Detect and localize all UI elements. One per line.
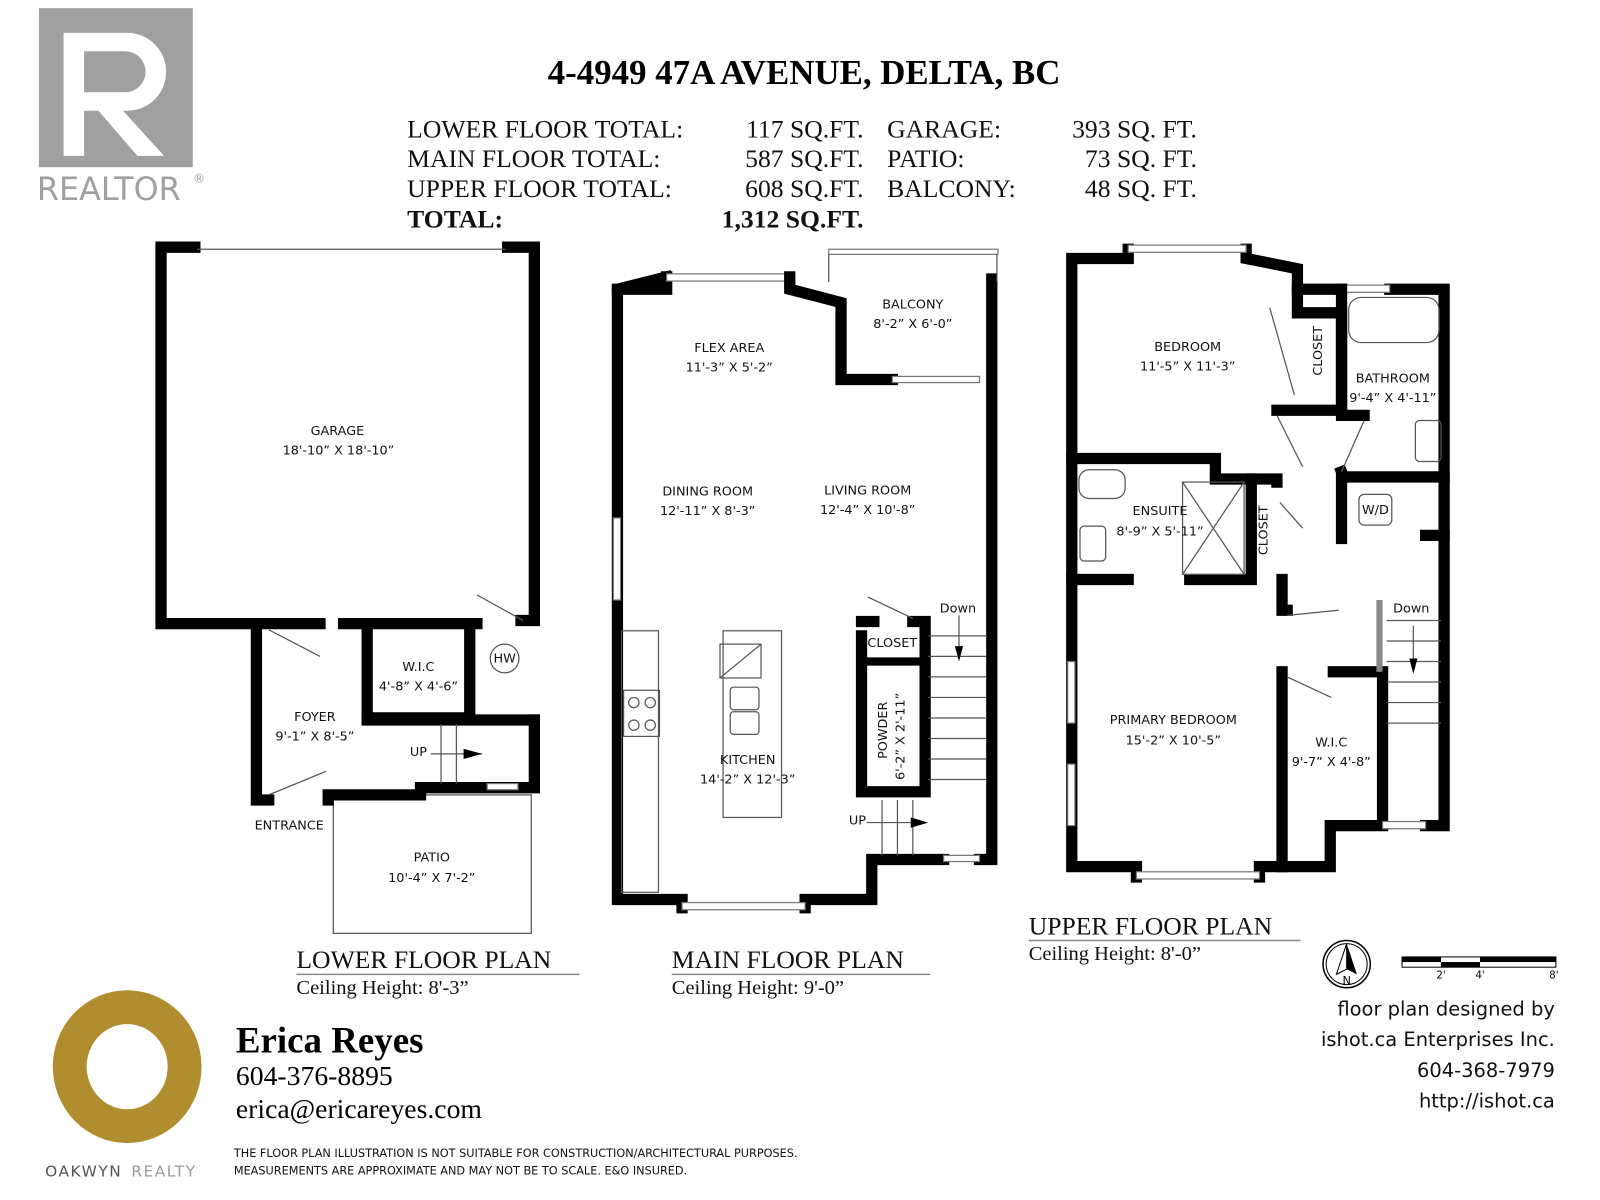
total-label: TOTAL:	[407, 205, 503, 234]
sink	[729, 686, 760, 711]
upper-floor-plan: Down BEDROOM 11'-5” X 11'-3” CLOSET BATH…	[1029, 243, 1450, 965]
room-name: CLOSET	[867, 636, 917, 651]
ceiling-height: Ceiling Height: 8'-0”	[1029, 943, 1201, 965]
cooktop	[622, 689, 661, 738]
summary-value: 48 SQ. FT.	[1085, 174, 1197, 203]
credit-phone: 604-368-7979	[1417, 1059, 1555, 1082]
plan-title: MAIN FLOOR PLAN	[672, 945, 904, 974]
room-name: BEDROOM	[1154, 340, 1221, 355]
entrance-door	[268, 770, 327, 796]
summary-value: 608 SQ.FT.	[745, 174, 863, 203]
property-address-title: 4-4949 47A AVENUE, DELTA, BC	[548, 53, 1061, 92]
room-name: ENSUITE	[1133, 504, 1188, 519]
summary-value: 73 SQ. FT.	[1085, 144, 1197, 173]
room-dim: 8'-9” X 5'-11”	[1116, 524, 1203, 539]
agent-name: Erica Reyes	[236, 1019, 424, 1060]
plan-title: LOWER FLOOR PLAN	[296, 945, 551, 974]
kitchen-island	[722, 630, 783, 819]
room-dim: 8'-2” X 6'-0”	[873, 317, 952, 332]
ceiling-height: Ceiling Height: 9'-0”	[672, 977, 844, 999]
credit-url[interactable]: http://ishot.ca	[1419, 1090, 1555, 1113]
summary-label: BALCONY:	[887, 174, 1016, 203]
total-value: 1,312 SQ.FT.	[722, 205, 864, 234]
room-name: POWDER	[876, 701, 891, 758]
summary-label: MAIN FLOOR TOTAL:	[407, 144, 660, 173]
bathtub	[1348, 296, 1440, 344]
summary-value: 117 SQ.FT.	[746, 114, 863, 143]
room-name: KITCHEN	[720, 753, 776, 768]
summary-label: GARAGE:	[887, 114, 1001, 143]
water-heater	[489, 643, 520, 674]
summary-label: PATIO:	[887, 144, 964, 173]
entrance-label: ENTRANCE	[255, 819, 324, 834]
room-dim: 9'-4” X 4'-11”	[1349, 391, 1436, 406]
room-dim: 11'-5” X 11'-3”	[1140, 359, 1235, 374]
hw-label: HW	[493, 652, 516, 667]
lower-floor-plan: HW UP GARAGE 18'-10” X 18'-10” W.I.C 4'-…	[155, 241, 580, 999]
disclaimer-line: MEASUREMENTS ARE APPROXIMATE AND MAY NOT…	[234, 1164, 687, 1177]
room-name: FLEX AREA	[694, 341, 764, 356]
summary-label: UPPER FLOOR TOTAL:	[407, 174, 672, 203]
room-name: FOYER	[294, 710, 336, 725]
scale-tick: 2'	[1436, 969, 1445, 981]
agent-email[interactable]: erica@ericareyes.com	[236, 1093, 483, 1124]
room-dim: 10'-4” X 7'-2”	[388, 871, 475, 886]
room-dim: 14'-2” X 12'-3”	[700, 773, 795, 788]
area-summary: LOWER FLOOR TOTAL: 117 SQ.FT. GARAGE: 39…	[407, 114, 1197, 233]
down-label: Down	[1393, 601, 1429, 616]
up-label: UP	[849, 814, 866, 829]
room-name: CLOSET	[1311, 326, 1326, 376]
summary-value: 587 SQ.FT.	[745, 144, 863, 173]
disclaimer-line: THE FLOOR PLAN ILLUSTRATION IS NOT SUITA…	[233, 1147, 798, 1160]
room-name: BATHROOM	[1356, 372, 1430, 387]
room-name: PRIMARY BEDROOM	[1110, 713, 1237, 728]
room-name: LIVING ROOM	[824, 483, 911, 498]
washer-dryer	[1358, 493, 1393, 526]
room-dim: 11'-3” X 5'-2”	[686, 360, 773, 375]
scale-tick: 8'	[1549, 969, 1558, 981]
room-name: W/D	[1362, 503, 1389, 518]
logo-text-light: REALTY	[131, 1162, 196, 1180]
agent-phone[interactable]: 604-376-8895	[236, 1060, 393, 1091]
counter	[620, 630, 660, 893]
room-dim: 9'-1” X 8'-5”	[275, 730, 354, 745]
balcony-railing	[828, 248, 999, 255]
shower	[1181, 481, 1245, 575]
room-name: W.I.C	[402, 660, 434, 675]
realtor-logo-text: REALTOR	[37, 171, 181, 208]
room-name: W.I.C	[1315, 736, 1347, 751]
scale-tick: 4'	[1475, 969, 1484, 981]
room-dim: 18'-10” X 18'-10”	[283, 443, 395, 458]
patio-outline	[332, 794, 532, 934]
main-floor-plan: Down UP BALCONY 8'-2” X 6'-0” FLEX AREA …	[611, 248, 999, 999]
sink	[1079, 525, 1107, 562]
down-label: Down	[940, 601, 976, 616]
summary-label: LOWER FLOOR TOTAL:	[407, 114, 683, 143]
room-dim: 4'-8” X 4'-6”	[379, 679, 458, 694]
compass-label: N	[1342, 975, 1350, 988]
north-arrow-icon: N	[1322, 939, 1372, 989]
summary-value: 393 SQ. FT.	[1072, 114, 1197, 143]
realtor-logo: REALTOR ®	[37, 8, 205, 208]
oakwyn-realty-logo: OAKWYN REALTY	[45, 990, 202, 1180]
logo-text-bold: OAKWYN	[45, 1162, 122, 1180]
credit-company: ishot.ca Enterprises Inc.	[1321, 1028, 1555, 1051]
room-name: CLOSET	[1257, 505, 1272, 555]
room-dim: 15'-2” X 10'-5”	[1126, 734, 1221, 749]
room-dim: 9'-7” X 4'-8”	[1292, 755, 1371, 770]
room-name: PATIO	[414, 851, 450, 866]
room-dim: 12'-11” X 8'-3”	[660, 504, 755, 519]
scale-bar: 2' 4' 8'	[1401, 956, 1559, 981]
toilet	[1078, 469, 1126, 500]
room-name: BALCONY	[882, 298, 943, 313]
room-dim: 12'-4” X 10'-8”	[820, 503, 915, 518]
up-label: UP	[410, 745, 427, 760]
room-name: DINING ROOM	[662, 484, 753, 499]
ceiling-height: Ceiling Height: 8'-3”	[296, 977, 468, 999]
room-name: GARAGE	[311, 424, 365, 439]
room-dim: 6'-2” X 2'-11”	[894, 693, 909, 780]
registered-mark: ®	[193, 172, 205, 186]
plan-title: UPPER FLOOR PLAN	[1029, 911, 1273, 940]
credit-line: floor plan designed by	[1337, 997, 1555, 1020]
